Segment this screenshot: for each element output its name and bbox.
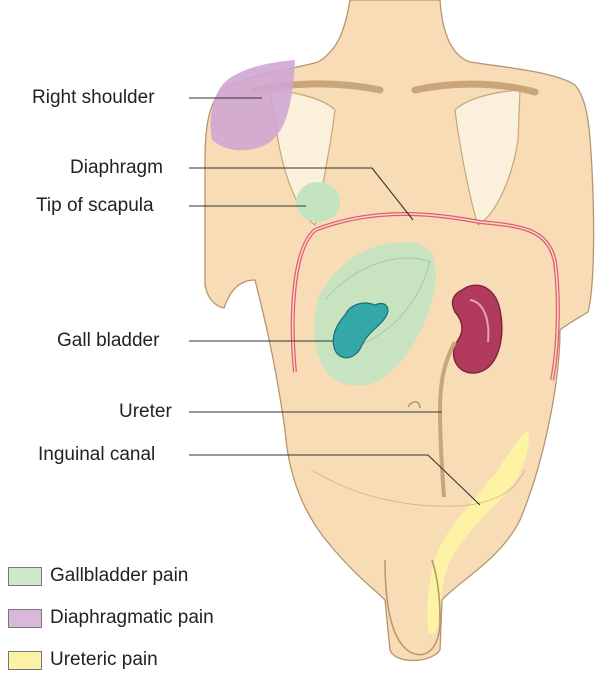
label-ureter: Ureter	[119, 401, 172, 423]
legend-item-diaphragmatic: Diaphragmatic pain	[8, 607, 214, 629]
label-right-shoulder: Right shoulder	[32, 87, 155, 109]
legend-label-ureteric: Ureteric pain	[50, 649, 158, 671]
legend-item-ureteric: Ureteric pain	[8, 649, 158, 671]
legend-label-diaphragmatic: Diaphragmatic pain	[50, 607, 214, 629]
ureteric-swatch	[8, 651, 42, 670]
label-tip-of-scapula: Tip of scapula	[36, 195, 154, 217]
label-inguinal-canal: Inguinal canal	[38, 444, 155, 466]
scapula-pain-zone	[296, 182, 340, 222]
legend-item-gallbladder: Gallbladder pain	[8, 565, 188, 587]
gallbladder-swatch	[8, 567, 42, 586]
diaphragmatic-swatch	[8, 609, 42, 628]
label-gall-bladder: Gall bladder	[57, 330, 159, 352]
legend-label-gallbladder: Gallbladder pain	[50, 565, 188, 587]
label-diaphragm: Diaphragm	[70, 157, 163, 179]
